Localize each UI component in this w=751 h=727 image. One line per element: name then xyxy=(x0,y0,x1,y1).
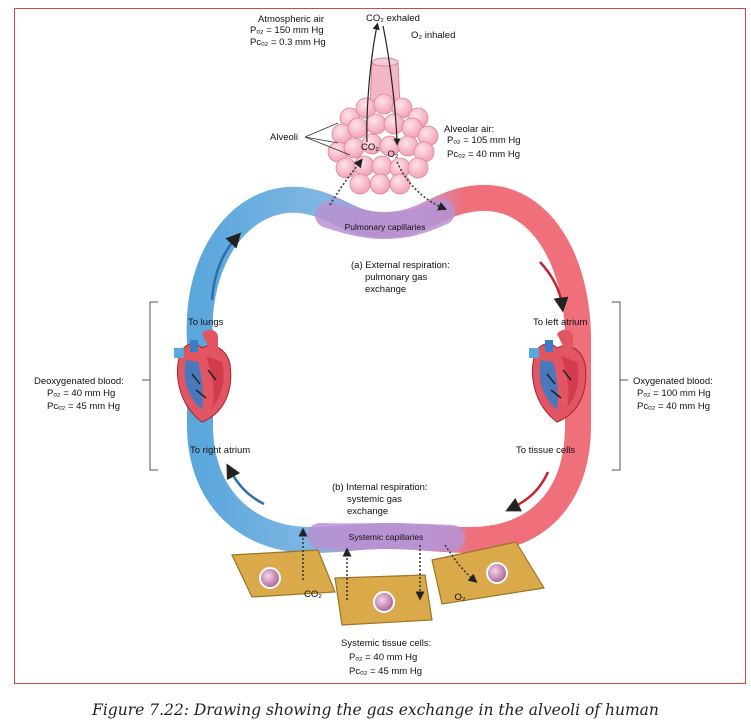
co2-exhaled-arrow xyxy=(366,22,380,143)
heart-part xyxy=(191,369,217,399)
heart-part xyxy=(529,348,539,358)
alveoli-callout xyxy=(304,122,351,156)
svg-text:(a) External respiration:: (a) External respiration: xyxy=(351,260,450,271)
tissue-gas-arrows xyxy=(298,527,478,601)
svg-text:Systemic tissue cells:: Systemic tissue cells: xyxy=(341,638,431,649)
flow-arrow-down-right xyxy=(539,261,569,313)
pulmonary-capillary-bed xyxy=(315,199,455,240)
co2-exhaled-label: CO₂ exhaled xyxy=(366,13,420,24)
oxygenated-bracket xyxy=(612,301,628,471)
tissue-co2-label: CO₂ xyxy=(304,589,322,600)
heart-part xyxy=(206,356,224,408)
svg-text:Pᴄₒ₂ = 40 mm Hg: Pᴄₒ₂ = 40 mm Hg xyxy=(447,149,520,160)
pulmonary-capillaries-label: Pulmonary capillaries xyxy=(345,222,426,232)
deoxygenated-blood-label: Deoxygenated blood: Pₒ₂ = 40 mm Hg Pᴄₒ₂ … xyxy=(34,376,124,412)
heart-part xyxy=(545,340,553,352)
svg-text:Pᴄₒ₂ = 45 mm Hg: Pᴄₒ₂ = 45 mm Hg xyxy=(47,401,120,412)
tissue-cells: CO₂ O₂ xyxy=(231,541,545,626)
heart-part xyxy=(190,340,198,352)
svg-text:Deoxygenated blood:: Deoxygenated blood: xyxy=(34,376,124,387)
o2-inhaled-label: O₂ inhaled xyxy=(411,30,455,41)
heart-part xyxy=(557,329,573,350)
systemic-tissue-label: Systemic tissue cells: Pₒ₂ = 40 mm Hg Pᴄ… xyxy=(341,638,431,677)
heart-part xyxy=(174,348,184,358)
svg-text:exchange: exchange xyxy=(365,284,406,295)
alveoli-cluster: CO₂ O₂ xyxy=(327,57,439,195)
flow-arrow-down-right-lower xyxy=(505,471,550,512)
svg-text:systemic gas: systemic gas xyxy=(347,494,402,505)
tissue-nucleus xyxy=(486,562,508,584)
to-lungs-label: To lungs xyxy=(188,317,224,328)
alveolus-sac xyxy=(347,117,369,139)
svg-text:Alveolar air:: Alveolar air: xyxy=(444,124,494,135)
heart-left-icon xyxy=(174,329,232,423)
svg-text:Pₒ₂ = 40 mm Hg: Pₒ₂ = 40 mm Hg xyxy=(349,652,417,663)
svg-text:Pₒ₂ = 105 mm Hg: Pₒ₂ = 105 mm Hg xyxy=(447,135,521,146)
alveoli-co2-label: CO₂ xyxy=(361,142,379,153)
systemic-capillary-bed xyxy=(307,522,465,551)
svg-text:Oxygenated blood:: Oxygenated blood: xyxy=(633,376,713,387)
svg-text:(b) Internal respiration:: (b) Internal respiration: xyxy=(332,482,428,493)
alveolus-sac xyxy=(335,157,357,179)
oxygenated-blood-label: Oxygenated blood: Pₒ₂ = 100 mm Hg Pᴄₒ₂ =… xyxy=(633,376,713,412)
svg-text:exchange: exchange xyxy=(347,506,388,517)
flow-arrow-up-left-lower xyxy=(226,463,265,506)
flow-arrow-up-left xyxy=(210,232,242,301)
systemic-capillaries-label: Systemic capillaries xyxy=(349,532,424,542)
o2-diffusion-arrow xyxy=(396,161,448,211)
tissue-nucleus xyxy=(373,591,395,613)
alveolus-sac xyxy=(349,173,371,195)
alveoli-o2-label: O₂ xyxy=(387,149,398,160)
tissue-nucleus xyxy=(259,567,281,589)
tissue-o2-arrow-2 xyxy=(444,544,478,583)
heart-part xyxy=(184,360,203,410)
internal-respiration-label: (b) Internal respiration: systemic gas e… xyxy=(332,482,428,517)
to-tissue-cells-label: To tissue cells xyxy=(516,445,575,456)
tissue-o2-label: O₂ xyxy=(454,592,465,603)
heart-right-icon xyxy=(529,329,587,423)
heart-part xyxy=(539,360,558,410)
to-right-atrium-label: To right atrium xyxy=(190,445,250,456)
alveolar-air-label: Alveolar air: Pₒ₂ = 105 mm Hg Pᴄₒ₂ = 40 … xyxy=(444,124,521,160)
co2-diffusion-arrow xyxy=(329,158,363,206)
heart-part xyxy=(561,356,579,408)
svg-text:Pᴄₒ₂ = 0.3 mm Hg: Pᴄₒ₂ = 0.3 mm Hg xyxy=(250,37,326,48)
svg-text:Atmospheric air: Atmospheric air xyxy=(258,14,324,25)
external-respiration-label: (a) External respiration: pulmonary gas … xyxy=(351,260,450,295)
alveolus-sac xyxy=(353,155,375,177)
alveolus-sac xyxy=(407,157,429,179)
svg-text:Pₒ₂ = 40 mm Hg: Pₒ₂ = 40 mm Hg xyxy=(47,388,115,399)
alveolus-sac xyxy=(383,113,405,135)
svg-text:Pᴄₒ₂ = 40 mm Hg: Pᴄₒ₂ = 40 mm Hg xyxy=(637,401,710,412)
alveolus-sac xyxy=(373,93,395,115)
deoxygenated-bracket xyxy=(142,301,158,471)
o2-inhaled-arrow xyxy=(382,25,401,146)
gas-exchange-diagram: CO₂ O₂ CO₂ O₂ xyxy=(34,13,713,677)
svg-text:Pₒ₂ = 150 mm Hg: Pₒ₂ = 150 mm Hg xyxy=(250,25,324,36)
heart-part xyxy=(202,329,218,350)
alveolus-sac xyxy=(389,173,411,195)
atmospheric-air-label: Atmospheric air Pₒ₂ = 150 mm Hg Pᴄₒ₂ = 0… xyxy=(250,14,326,48)
svg-text:Pₒ₂ = 100 mm Hg: Pₒ₂ = 100 mm Hg xyxy=(637,388,711,399)
heart-part xyxy=(546,369,572,399)
to-left-atrium-label: To left atrium xyxy=(533,317,587,328)
figure-caption: Figure 7.22: Drawing showing the gas exc… xyxy=(92,701,659,719)
svg-text:pulmonary gas: pulmonary gas xyxy=(365,272,428,283)
alveoli-label: Alveoli xyxy=(270,132,298,143)
svg-text:Pᴄₒ₂ = 45 mm Hg: Pᴄₒ₂ = 45 mm Hg xyxy=(349,666,422,677)
tissue-cell-left xyxy=(231,549,336,598)
top-gas-arrows xyxy=(329,22,448,211)
alveolus-sac xyxy=(369,173,391,195)
alveolus-sac xyxy=(365,113,387,135)
